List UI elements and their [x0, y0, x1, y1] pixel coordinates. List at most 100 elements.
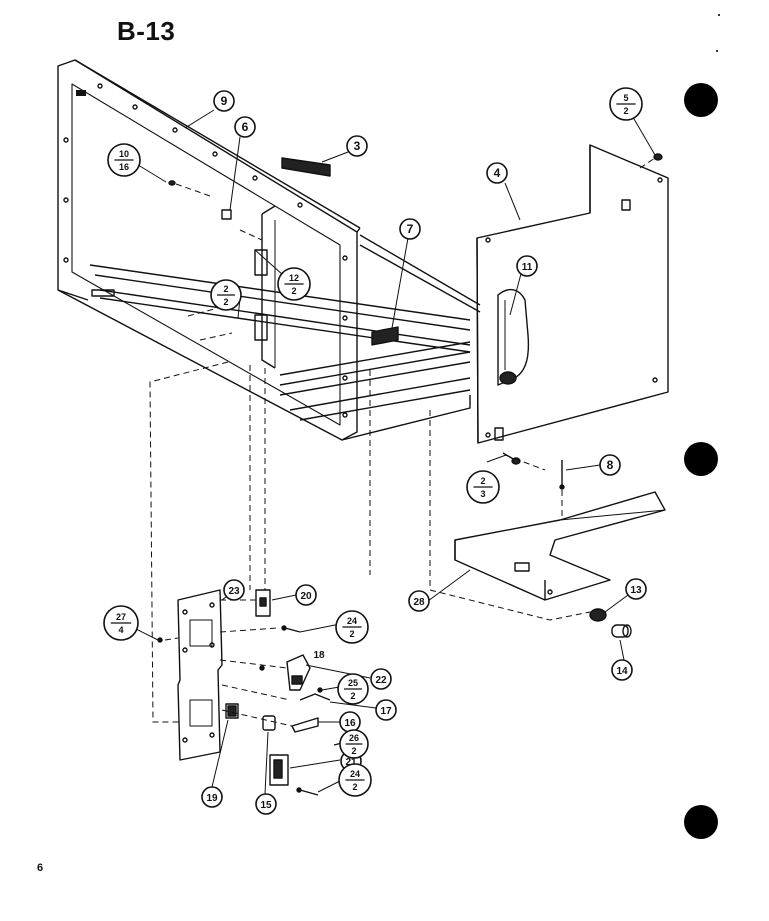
part-8-pin — [559, 460, 565, 490]
fraction-top: 2 — [480, 476, 485, 486]
part-14-spacer — [611, 624, 632, 638]
fraction-top: 24 — [350, 769, 360, 779]
fraction-top: 12 — [289, 273, 299, 283]
fraction-bottom: 2 — [291, 286, 296, 296]
fraction-bottom: 2 — [223, 297, 228, 307]
fraction-top: 10 — [119, 149, 129, 159]
callout-c-4: 4 — [486, 162, 508, 184]
callout-c-9-top: 9 — [213, 90, 235, 112]
fraction-callout-f-5-2: 52 — [609, 87, 643, 121]
callout-label: 4 — [494, 166, 501, 180]
part-23-mounting-plate — [177, 589, 223, 761]
page-title: B-13 — [117, 16, 176, 46]
callout-c-19: 19 — [201, 786, 223, 808]
fraction-callout-f-2-3: 23 — [466, 470, 500, 504]
part-22-bracket — [286, 654, 311, 691]
screw-27-4 — [157, 637, 163, 643]
callout-label: 22 — [375, 675, 387, 686]
fraction-top: 24 — [347, 616, 357, 626]
callout-label: 28 — [413, 597, 425, 608]
fraction-bottom: 2 — [623, 106, 628, 116]
part-13-nut — [589, 608, 607, 622]
part-28-tray — [454, 491, 666, 601]
callout-c-20: 20 — [295, 584, 317, 606]
fraction-callout-f-25-2: 252 — [337, 673, 369, 705]
callout-c-8: 8 — [599, 454, 621, 476]
callout-label: 19 — [206, 793, 218, 804]
callout-label: 16 — [344, 718, 356, 729]
callout-label: 18 — [313, 650, 325, 661]
callout-c-3: 3 — [346, 135, 368, 157]
fraction-bottom: 2 — [349, 629, 354, 639]
part-17-spring — [299, 693, 331, 701]
callout-c-22: 22 — [370, 668, 392, 690]
callout-c-28: 28 — [408, 590, 430, 612]
punch-hole-top — [684, 83, 718, 117]
fraction-bottom: 2 — [350, 691, 355, 701]
callout-label: 14 — [616, 666, 628, 677]
screw-10-16 — [168, 180, 176, 186]
callout-label: 17 — [380, 706, 392, 717]
fraction-top: 2 — [223, 284, 228, 294]
fraction-top: 5 — [623, 93, 628, 103]
callout-c-23: 23 — [223, 579, 245, 601]
fraction-bottom: 2 — [351, 746, 356, 756]
chassis-frame — [57, 59, 481, 441]
punch-hole-bottom — [684, 805, 718, 839]
callout-label: 8 — [607, 458, 614, 472]
fraction-top: 26 — [349, 733, 359, 743]
fraction-top: 27 — [116, 612, 126, 622]
fraction-callout-f-12-2: 122 — [277, 267, 311, 301]
callout-label: 9 — [221, 94, 228, 108]
assembly-guide-lines — [149, 157, 656, 727]
fraction-bottom: 16 — [119, 162, 129, 172]
part-4-side-panel — [476, 144, 669, 444]
fraction-callout-f-2-2: 22 — [210, 279, 242, 311]
callout-c-13: 13 — [625, 578, 647, 600]
part-11-clamp — [497, 288, 530, 386]
callout-c-17: 17 — [375, 699, 397, 721]
part-7-block — [371, 326, 399, 346]
leader-lines — [121, 109, 656, 795]
part-21-switch-body — [269, 754, 289, 786]
callout-c-16: 16 — [339, 711, 361, 733]
screw-24-2-a — [281, 625, 301, 633]
callout-c-11: 11 — [516, 255, 538, 277]
scan-speck — [716, 50, 718, 52]
callout-c-15: 15 — [255, 793, 277, 815]
callout-c-7: 7 — [399, 218, 421, 240]
fraction-bottom: 4 — [118, 625, 123, 635]
fraction-callout-f-26-2: 262 — [339, 729, 369, 759]
part-18-pin — [259, 665, 265, 671]
screw-25-2 — [317, 687, 323, 693]
callout-label: 15 — [260, 800, 272, 811]
part-20-switch — [255, 589, 271, 617]
fraction-bottom: 3 — [480, 489, 485, 499]
part-6-stud — [221, 209, 232, 220]
part-3-connector — [281, 157, 331, 177]
fraction-callout-f-24-2-a: 242 — [335, 610, 369, 644]
callout-label: 11 — [522, 262, 533, 273]
callout-label: 7 — [407, 222, 414, 236]
callout-c-18-small: 18 — [312, 647, 326, 661]
screw-5-2 — [653, 153, 663, 161]
callout-label: 21 — [345, 757, 357, 768]
fraction-top: 25 — [348, 678, 358, 688]
fraction-callout-f-24-2-b: 242 — [338, 763, 372, 797]
part-15-cap — [262, 715, 276, 731]
fraction-bottom: 2 — [352, 782, 357, 792]
callout-label: 13 — [630, 585, 642, 596]
callout-label: 6 — [242, 120, 249, 134]
callout-c-6: 6 — [234, 116, 256, 138]
page-number: 6 — [37, 862, 44, 874]
fraction-callout-f-27-4: 274 — [103, 605, 139, 641]
callout-label: 20 — [300, 591, 312, 602]
callout-label: 23 — [228, 586, 240, 597]
punch-hole-middle — [684, 442, 718, 476]
callout-label: 3 — [354, 139, 361, 153]
scan-speck — [718, 14, 720, 16]
callout-c-14: 14 — [611, 659, 633, 681]
